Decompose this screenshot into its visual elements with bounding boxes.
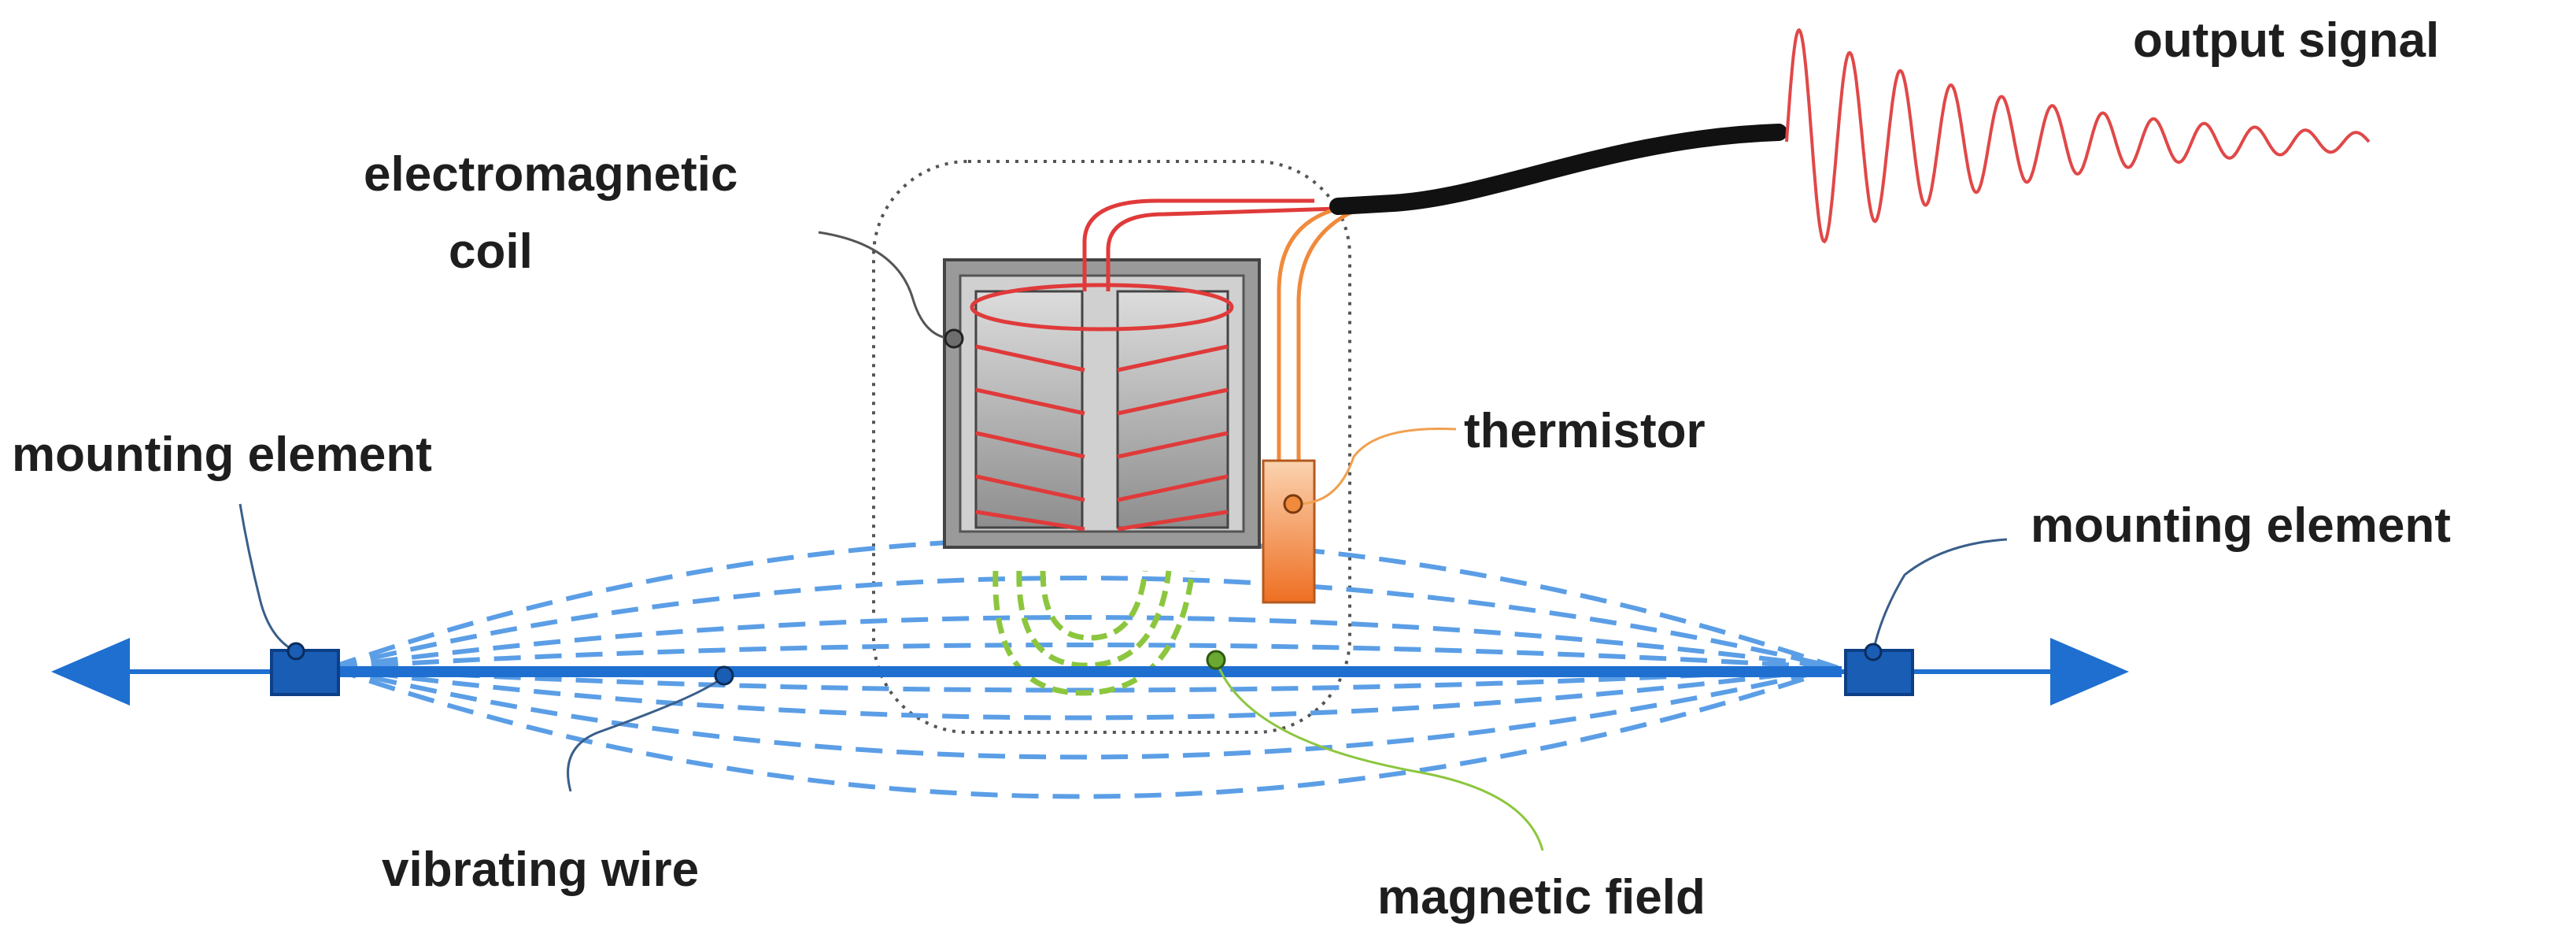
leader-mounting-left [238, 503, 296, 653]
dot-thermistor [1283, 494, 1303, 514]
tension-arrow-right [2050, 638, 2129, 706]
label-vibrating-wire: vibrating wire [382, 843, 699, 897]
label-mounting-element-left: mounting element [12, 428, 432, 482]
label-magnetic-field: magnetic field [1377, 870, 1706, 924]
leader-magnetic-field [1214, 659, 1544, 851]
leader-thermistor [1296, 427, 1457, 506]
label-mounting-element-right: mounting element [2031, 498, 2451, 553]
label-output-signal: output signal [2133, 13, 2439, 68]
dot-magnetic-field [1206, 650, 1226, 670]
dot-electromagnetic-coil [944, 328, 964, 349]
dot-mounting-right [1864, 643, 1883, 661]
output-signal-waveform [1785, 28, 2371, 244]
sensor-housing-outline [872, 160, 1351, 734]
label-thermistor: thermistor [1464, 404, 1706, 458]
electromagnetic-coil [943, 198, 1339, 549]
tension-arrow-left [51, 638, 130, 706]
leader-vibrating-wire [567, 674, 726, 792]
thermistor-element [1262, 206, 1355, 604]
signal-cable [1329, 124, 1787, 215]
dot-vibrating-wire [714, 665, 734, 686]
dot-mounting-left [286, 642, 305, 661]
label-electromagnetic-line2: coil [449, 224, 533, 279]
leader-mounting-right [1872, 538, 2008, 653]
leader-electromagnetic-coil [818, 231, 955, 340]
mounting-element-left [270, 649, 340, 696]
magnetic-field-lines [992, 570, 1196, 696]
label-electromagnetic-line1: electromagnetic [364, 147, 738, 202]
